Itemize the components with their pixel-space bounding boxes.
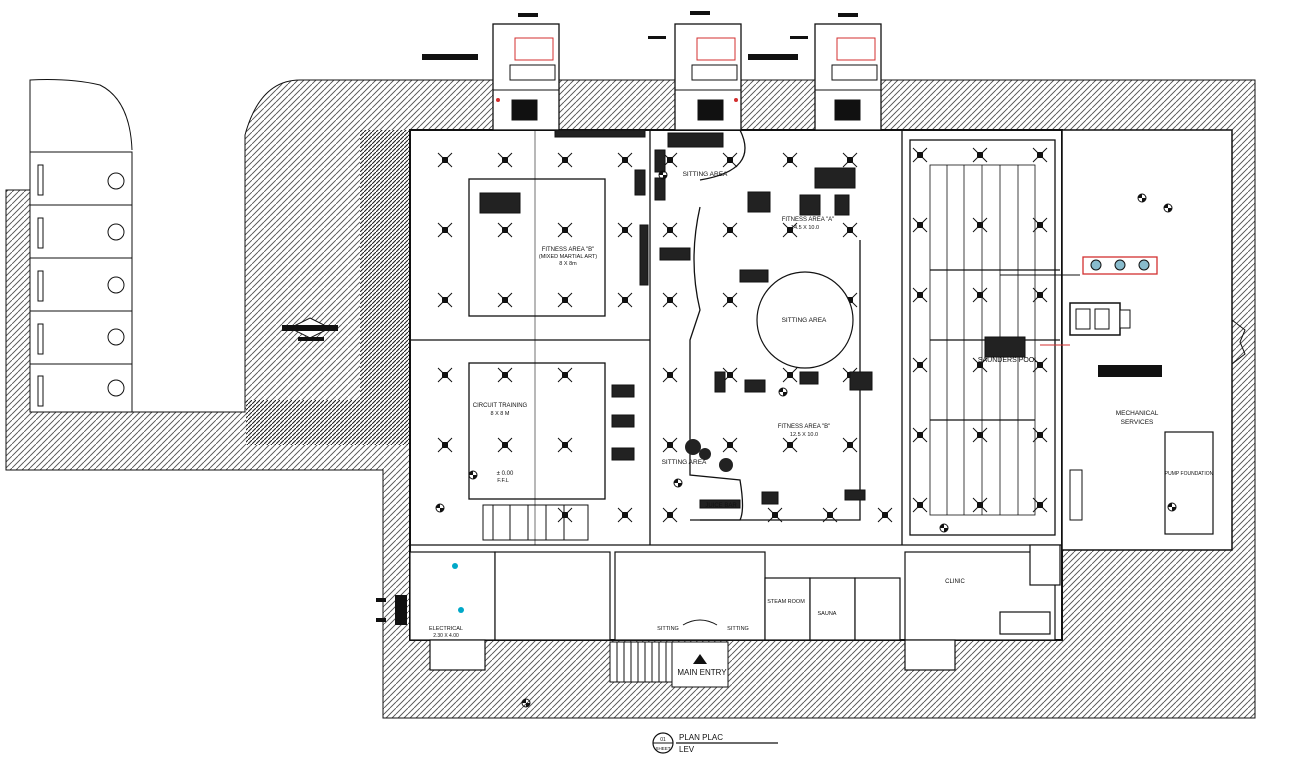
room-labels: SITTING AREA FITNESS AREA "B" (MIXED MAR… xyxy=(429,171,1214,677)
services-label: SERVICES xyxy=(1121,419,1154,426)
sitting-area-mid-label: SITTING AREA xyxy=(782,317,827,324)
entry-arrow-icon xyxy=(693,654,707,664)
level-000-label: ± 0.00 xyxy=(497,471,514,477)
direction-sign xyxy=(282,317,338,341)
mechanical-equipment xyxy=(1000,256,1214,535)
plan-title: PLAN PLAC xyxy=(679,733,723,742)
ffl-label: F.F.L xyxy=(497,478,509,484)
entry-stairs xyxy=(609,619,729,688)
plan-sub: LEV xyxy=(679,745,695,754)
fitness-a-size: 14.5 X 10.0 xyxy=(791,225,819,231)
sitting-right-label: SITTING xyxy=(727,626,749,632)
lower-rooms xyxy=(409,544,1061,671)
pump-foundation-label: PUMP FOUNDATION xyxy=(1165,471,1214,477)
electrical-label: ELECTRICAL xyxy=(429,626,463,632)
electrical-panel-marks xyxy=(376,563,464,625)
sitting-left-label: SITTING xyxy=(657,626,679,632)
steam-room-label: STEAM ROOM xyxy=(767,599,805,605)
mma-bench-marks xyxy=(482,504,589,541)
clinic-label: CLINIC xyxy=(945,579,965,585)
interior-walls xyxy=(410,129,1062,546)
plan-ref-bottom: SHEET xyxy=(655,746,670,751)
mixed-martial-label: (MIXED MARTIAL ART) xyxy=(539,254,597,260)
sitting-area-top-label: SITTING AREA xyxy=(683,171,728,178)
fitness-b-right-size: 12.5 X 10.0 xyxy=(790,432,818,438)
title-block: 01 SHEET PLAN PLAC LEV xyxy=(652,732,778,754)
sitting-circle xyxy=(685,271,854,472)
fitness-b-right-label: FITNESS AREA "B" xyxy=(778,424,831,430)
plan-ref-top: 01 xyxy=(660,737,666,743)
fitness-a-label: FITNESS AREA "A" xyxy=(782,217,835,223)
circuit-training-label: CIRCUIT TRAINING xyxy=(473,403,528,409)
mechanical-label: MECHANICAL xyxy=(1116,410,1159,417)
juice-bar-label: JUICE BAR xyxy=(705,503,737,509)
west-ramp-hatch xyxy=(360,130,410,400)
electrical-size: 2.30 X 4.00 xyxy=(433,633,459,639)
circuit-size: 8 X 8 M xyxy=(491,411,510,417)
south-ramp-hatch xyxy=(246,400,410,445)
fitness-b-left-label: FITNESS AREA "B" xyxy=(542,247,595,253)
rooftop-unit-details xyxy=(422,11,881,121)
sauna-label: SAUNA xyxy=(818,611,837,617)
pool-label: SAUNDERS POOL xyxy=(978,357,1038,364)
sitting-area-low-label: SITTING AREA xyxy=(662,459,707,466)
fitness-b-left-size: 8 X 8m xyxy=(559,261,577,267)
main-entry-label: MAIN ENTRY xyxy=(677,668,727,677)
parking-structure xyxy=(29,79,133,413)
